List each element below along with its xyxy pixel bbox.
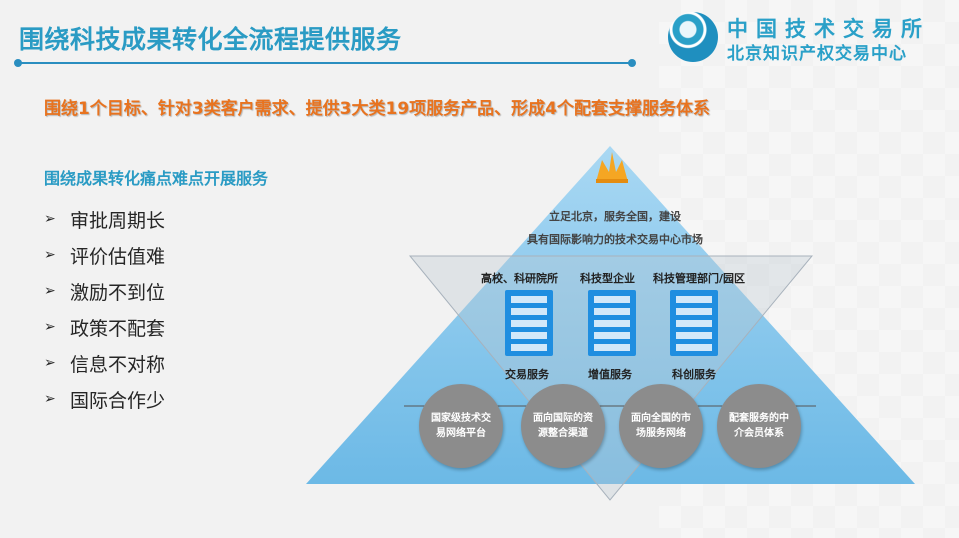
server-icon [505,290,553,356]
client-label: 高校、科研院所 [481,272,558,285]
crown-icon [596,152,628,183]
support-system-circle: 国家级技术交易网络平台 [419,384,503,468]
headline: 围绕1个目标、针对3类客户需求、提供3大类19项服务产品、形成4个配套支撑服务体… [44,99,710,119]
list-item: ➢信息不对称 [44,353,166,376]
client-label: 科技型企业 [580,272,635,285]
bullet-arrow-icon: ➢ [44,355,56,371]
bullet-arrow-icon: ➢ [44,211,56,227]
list-item: ➢审批周期长 [44,209,166,232]
server-icon [588,290,636,356]
logo-mark [668,12,718,62]
logo-text-line1: 中国技术交易所 [727,17,930,41]
bullet-arrow-icon: ➢ [44,319,56,335]
service-label: 交易服务 [505,368,549,381]
support-system-circle: 面向国际的资源整合渠道 [521,384,605,468]
bullet-arrow-icon: ➢ [44,391,56,407]
goal-text-line1: 立足北京，服务全国，建设 [549,210,681,223]
service-label: 增值服务 [588,368,632,381]
page-title: 围绕科技成果转化全流程提供服务 [19,25,402,54]
list-item: ➢国际合作少 [44,389,166,412]
list-item: ➢评价估值难 [44,245,166,268]
support-system-circle: 配套服务的中介会员体系 [717,384,801,468]
list-item: ➢激励不到位 [44,281,166,304]
pain-points-title: 围绕成果转化痛点难点开展服务 [44,169,269,188]
goal-text-line2: 具有国际影响力的技术交易中心市场 [527,233,703,246]
client-label: 科技管理部门/园区 [653,272,746,285]
list-item: ➢政策不配套 [44,317,166,340]
title-line-dot-right [628,59,636,67]
server-icon [670,290,718,356]
title-line-dot-left [14,59,22,67]
bullet-arrow-icon: ➢ [44,247,56,263]
bullet-arrow-icon: ➢ [44,283,56,299]
support-system-circle: 面向全国的市场服务网络 [619,384,703,468]
title-underline [19,62,633,64]
service-label: 科创服务 [672,368,716,381]
logo-text-line2: 北京知识产权交易中心 [727,44,907,64]
pain-points-list: ➢审批周期长 ➢评价估值难 ➢激励不到位 ➢政策不配套 ➢信息不对称 ➢国际合作… [44,201,165,417]
